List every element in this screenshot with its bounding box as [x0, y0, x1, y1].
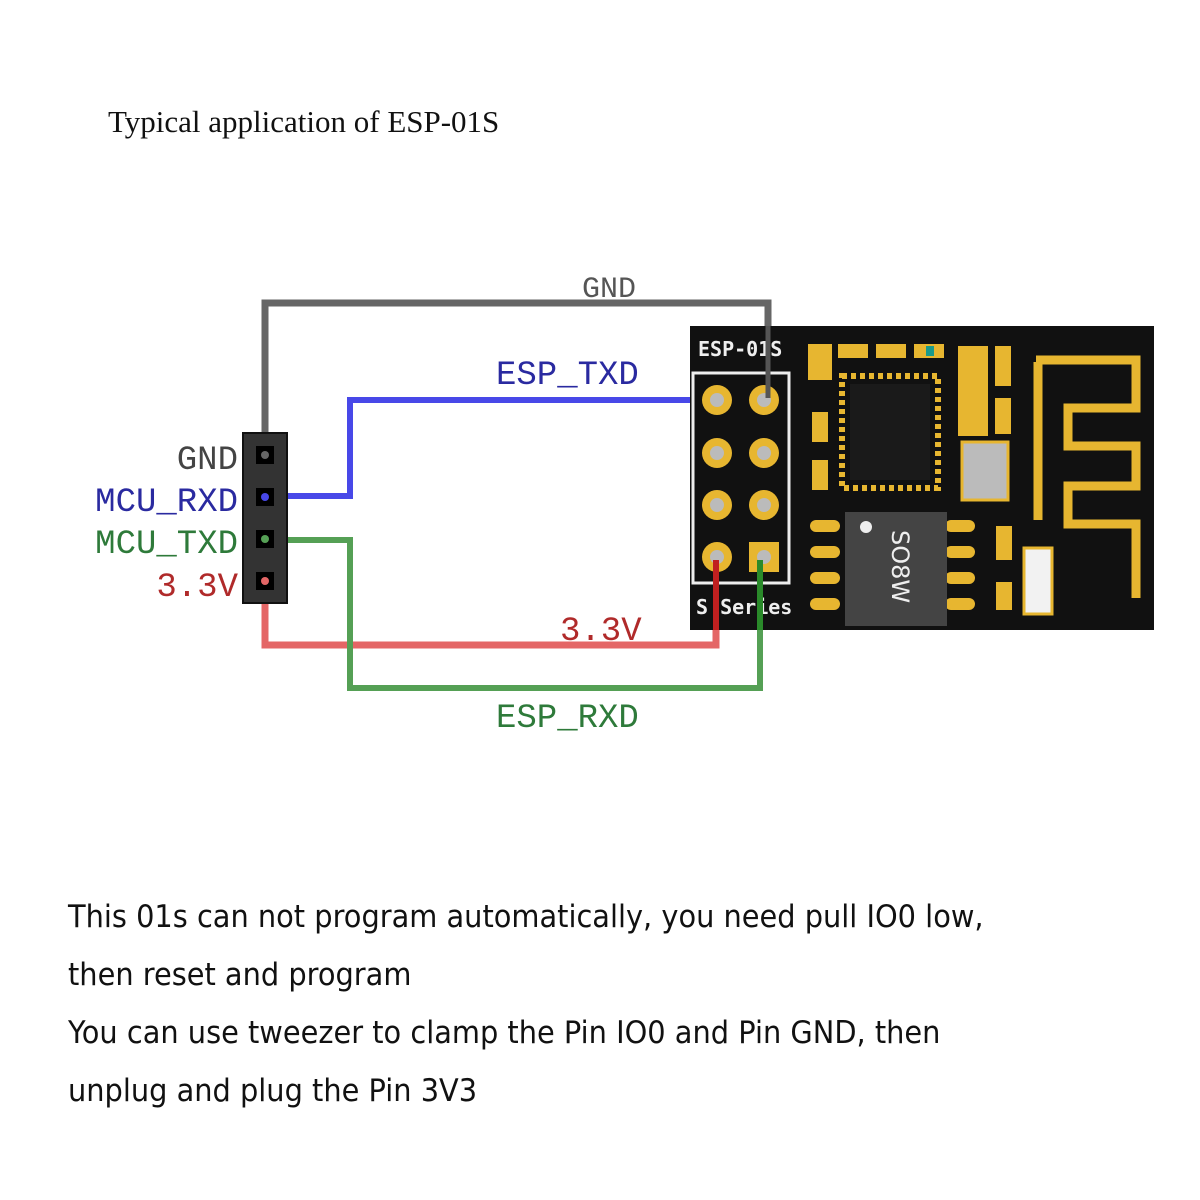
note-line: You can use tweezer to clamp the Pin IO0… [68, 1015, 941, 1051]
mcu-pin-label-rxd: MCU_RXD [95, 484, 238, 522]
notes: This 01s can not program automatically, … [68, 888, 1091, 1120]
module-pins [702, 385, 779, 572]
wire-esp-txd [272, 397, 716, 499]
diagram-title: Typical application of ESP-01S [108, 104, 500, 139]
note-line: This 01s can not program automatically, … [68, 899, 984, 935]
mcu-pin-label-3v3: 3.3V [156, 569, 238, 607]
wire-label-esp-rxd: ESP_RXD [496, 700, 639, 738]
note-line: unplug and plug the Pin 3V3 [68, 1073, 478, 1109]
esp01s-module: ESP-01S S Series [690, 326, 1154, 630]
wire-label-gnd: GND [582, 273, 636, 307]
wiring-diagram: GND ESP_TXD 3.3V ESP_RXD GND MCU_RXD MCU… [95, 273, 1154, 738]
wire-esp-rxd [272, 537, 763, 691]
smd-components [808, 344, 1054, 616]
mcu-header [242, 432, 288, 604]
mcu-pin-label-txd: MCU_TXD [95, 526, 238, 564]
flash-chip: SO8W [810, 512, 975, 626]
antenna-trace [1036, 355, 1141, 598]
mcu-chip [839, 373, 941, 491]
module-series-label: S Series [696, 595, 792, 619]
wire-3v3 [261, 560, 720, 649]
flash-chip-label: SO8W [886, 530, 914, 603]
crystal [960, 440, 1010, 502]
wire-label-3v3: 3.3V [560, 613, 642, 651]
note-line: then reset and program [68, 957, 412, 993]
wire-label-esp-txd: ESP_TXD [496, 357, 639, 395]
mcu-pin-label-gnd: GND [177, 442, 238, 480]
